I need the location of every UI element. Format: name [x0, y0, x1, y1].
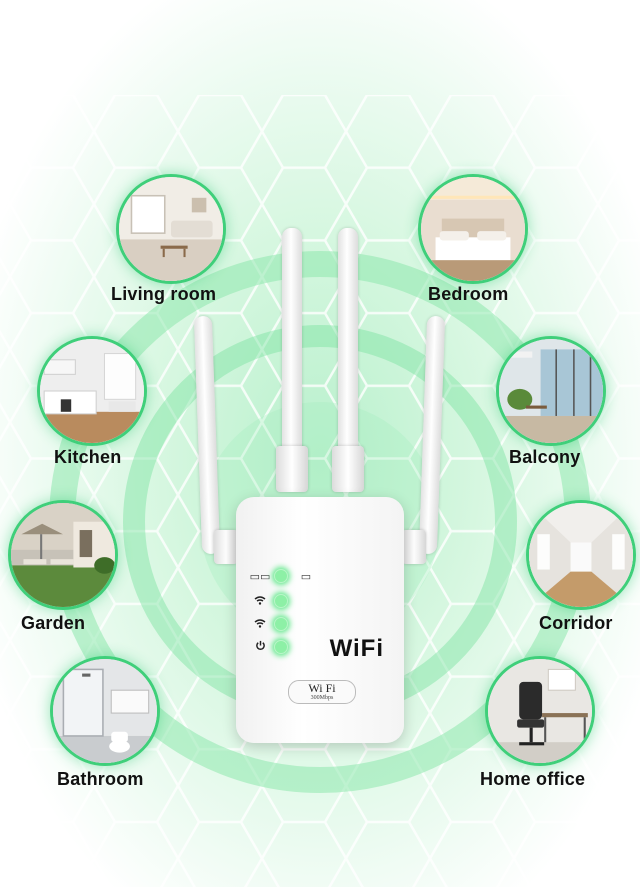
- kitchen-label: Kitchen: [54, 447, 122, 467]
- kitchen-photo: [37, 336, 147, 446]
- led-signal: [246, 594, 288, 608]
- antenna-hinge-right: [332, 446, 364, 492]
- badge-wifi-text: Wi Fi: [308, 681, 336, 695]
- badge-speed-text: 300Mbps: [310, 695, 334, 701]
- corridor-photo: [526, 500, 636, 610]
- antenna-inner-right: [338, 228, 358, 468]
- wifi-extender-device: ▭▭ ▭ WiFi Wi Fi 300Mbps: [236, 497, 404, 743]
- antenna-hinge-outer-right: [402, 530, 426, 564]
- computer-icon: ▭: [300, 570, 312, 583]
- led-indicator: [274, 640, 288, 654]
- balcony-photo: [496, 336, 606, 446]
- living-room-label: Living room: [111, 284, 217, 304]
- led-indicator: [274, 617, 288, 631]
- antenna-hinge-outer-left: [214, 530, 238, 564]
- garden-label: Garden: [21, 613, 86, 633]
- led-network: ▭▭ ▭: [246, 569, 320, 583]
- power-icon: [246, 640, 274, 654]
- bathroom-photo: [50, 656, 160, 766]
- wifi-icon: [246, 618, 274, 631]
- led-wifi: [246, 617, 288, 631]
- led-power: [246, 640, 288, 654]
- bedroom-photo: [418, 174, 528, 284]
- garden-photo: [8, 500, 118, 610]
- corridor-label: Corridor: [539, 613, 613, 633]
- living-room-photo: [116, 174, 226, 284]
- home-office-photo: [485, 656, 595, 766]
- wifi-signal-icon: [246, 595, 274, 608]
- led-indicator: [274, 594, 288, 608]
- antenna-inner-left: [282, 228, 302, 468]
- wifi-speed-badge: Wi Fi 300Mbps: [288, 680, 356, 704]
- home-office-label: Home office: [480, 769, 586, 789]
- antenna-hinge-left: [276, 446, 308, 492]
- wifi-brand-logo: WiFi: [329, 635, 384, 662]
- led-indicator: [274, 569, 288, 583]
- network-icon: ▭▭: [249, 570, 271, 583]
- bathroom-label: Bathroom: [57, 769, 144, 789]
- balcony-label: Balcony: [509, 447, 581, 467]
- bedroom-label: Bedroom: [428, 284, 509, 304]
